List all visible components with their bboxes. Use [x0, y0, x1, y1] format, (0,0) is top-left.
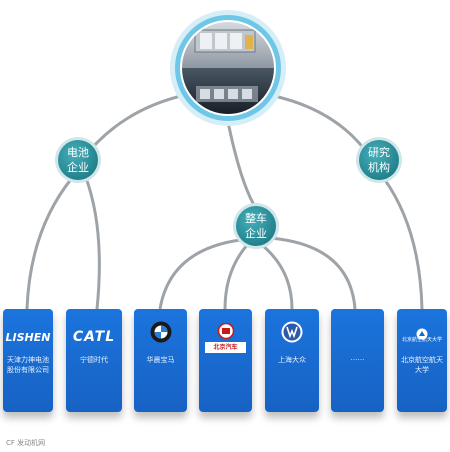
volkswagen-logo-icon	[281, 321, 303, 347]
line-battery-to-card1	[25, 177, 74, 310]
university-logo-caption: 北京航空航天大学	[401, 337, 442, 343]
line-battery-to-card2	[84, 177, 101, 310]
card-volkswagen-text: 上海大众	[278, 356, 306, 364]
node-research-circle	[356, 137, 402, 183]
line-vehicle-to-card4	[223, 243, 250, 310]
battery-pack-image	[182, 22, 274, 114]
connectors	[25, 93, 424, 310]
battery-hub	[170, 10, 286, 126]
card-volkswagen: 上海大众	[265, 309, 319, 412]
node-research-label: 研究机构	[368, 146, 390, 174]
bmw-logo-icon	[150, 321, 172, 347]
card-lishen-text: 天津力神电池股份有限公司	[7, 356, 49, 374]
card-lishen: LISHEN 天津力神电池股份有限公司	[3, 309, 53, 412]
card-more: ……	[331, 309, 384, 412]
line-hub-to-research	[269, 93, 374, 161]
node-battery-label: 电池企业	[67, 146, 89, 174]
node-battery-circle	[55, 137, 101, 183]
university-logo-icon	[397, 323, 447, 342]
card-catl-text: 宁德时代	[80, 356, 108, 364]
card-beihang-text: 北京航空航天大学	[401, 356, 443, 374]
lishen-logo: LISHEN	[5, 331, 51, 344]
card-more-text: ……	[350, 354, 365, 362]
line-vehicle-to-card5	[261, 243, 294, 310]
line-vehicle-to-card6	[269, 236, 357, 310]
node-vehicle-label: 整车企业	[245, 212, 267, 240]
catl-logo: CATL	[72, 329, 116, 345]
line-hub-to-vehicle	[226, 121, 256, 206]
baic-logo-icon	[216, 322, 236, 343]
line-research-to-card7	[383, 179, 424, 310]
card-bmw: 华晨宝马	[134, 309, 187, 412]
watermark: CF 发动机网	[6, 439, 46, 447]
line-vehicle-to-card3	[158, 238, 241, 310]
card-bmw-text: 华晨宝马	[146, 356, 175, 364]
node-vehicle-circle	[233, 203, 279, 249]
card-catl: CATL 宁德时代	[66, 309, 122, 412]
baic-logo-caption: 北京汽车	[205, 342, 246, 353]
card-baic: 北京汽车	[199, 309, 252, 412]
card-beihang: 北京航空航天大学 北京航空航天大学	[397, 309, 447, 412]
